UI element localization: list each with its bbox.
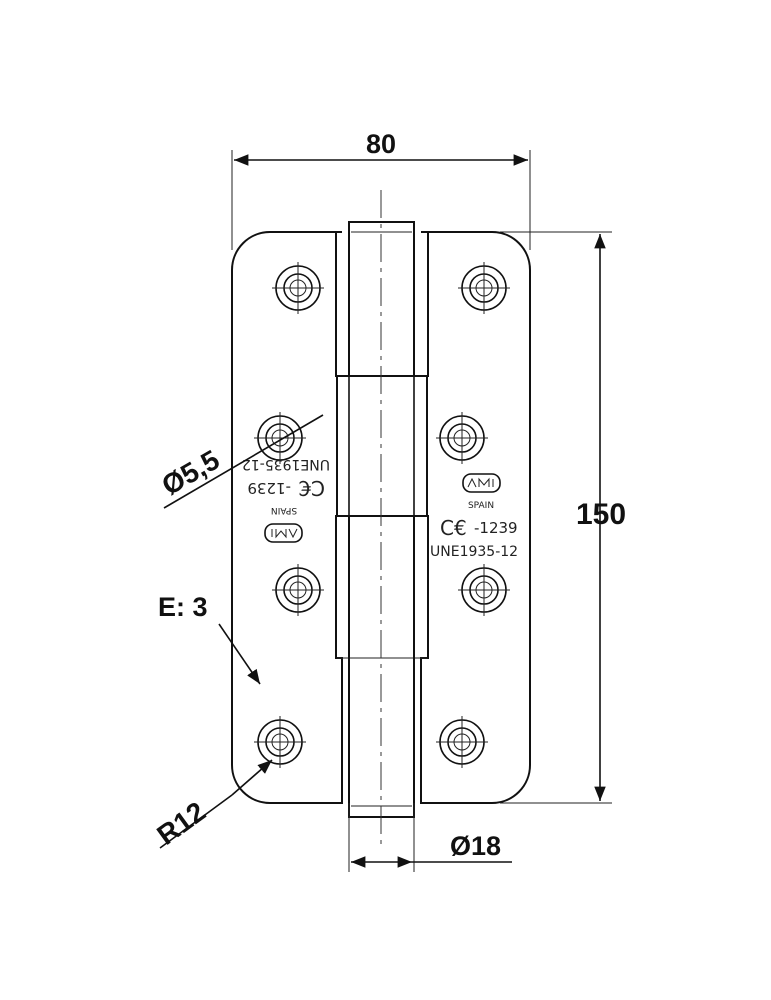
height-label: 150: [576, 498, 626, 531]
left-leaf: [231, 231, 343, 804]
screw-hole: [254, 412, 306, 464]
screw-hole: [272, 262, 324, 314]
screw-hole: [436, 412, 488, 464]
standard-text-right: UNE1935-12: [430, 544, 518, 560]
screw-hole: [458, 262, 510, 314]
width-dimension: 80: [231, 129, 531, 250]
right-leaf: [420, 231, 531, 804]
logo-left: SPAIN: [264, 505, 303, 543]
standard-text-left: UNE1935-12: [242, 456, 330, 472]
screw-hole: [436, 716, 488, 768]
logo-text: SPAIN: [271, 505, 297, 515]
logo-text: SPAIN: [468, 501, 494, 511]
thickness-dimension: E: 3: [158, 592, 261, 685]
markings-left-rotated: SPAIN C€ -1239 UNE1935-12: [242, 456, 330, 543]
screw-hole: [272, 564, 324, 616]
ce-number: -1239: [247, 479, 291, 497]
ce-mark: C€: [298, 476, 325, 500]
width-label: 80: [366, 129, 396, 159]
logo-right: SPAIN: [462, 473, 501, 511]
ce-number: -1239: [474, 519, 518, 537]
ce-mark: C€: [440, 516, 467, 540]
ce-marking-right: C€ -1239: [440, 516, 518, 540]
knuckle-diameter-label: Ø18: [450, 831, 501, 861]
screw-hole: [458, 564, 510, 616]
height-dimension: 150: [500, 231, 626, 804]
thickness-label: E: 3: [158, 592, 208, 622]
knuckle-diameter-dimension: Ø18: [348, 803, 512, 872]
screw-hole: [254, 716, 306, 768]
radius-label: R12: [151, 796, 211, 851]
ce-marking-left: C€ -1239: [247, 476, 325, 500]
knuckle: [336, 221, 428, 818]
